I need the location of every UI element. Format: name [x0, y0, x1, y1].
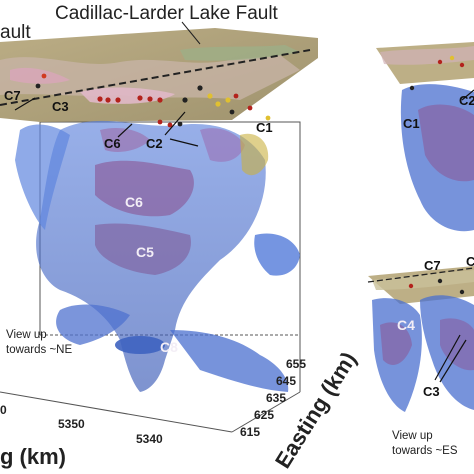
view-note-line1: View up [6, 329, 47, 341]
view-note-line2: towards ~NE [6, 344, 72, 356]
label-c6-top: C6 [104, 136, 121, 151]
fault-title: Cadillac-Larder Lake Fault [55, 3, 279, 24]
easting-tick-3: 625 [254, 408, 274, 422]
fault-line [0, 21, 311, 106]
surface-dots [35, 73, 271, 128]
label-c8: C8 [160, 339, 178, 355]
northing-tick-1: 5350 [58, 417, 85, 431]
easting-tick-2: 635 [266, 391, 286, 405]
right-bottom-label-c7: C7 [424, 258, 441, 273]
right-top-label-c1: C1 [403, 116, 420, 131]
easting-axis-label: Easting (km) [270, 347, 361, 472]
label-c2: C2 [146, 136, 163, 151]
right-top-panel [376, 42, 474, 232]
fault-left-partial: ault [0, 22, 31, 43]
northing-axis-label: g (km) [0, 444, 66, 469]
easting-tick-1: 645 [276, 374, 296, 388]
right-view-note-line1: View up [392, 430, 433, 442]
right-bottom-label-c3: C3 [423, 384, 440, 399]
right-bottom-label-c4: C4 [397, 317, 415, 333]
northing-tick-2: 5340 [136, 432, 163, 446]
label-c1: C1 [256, 120, 273, 135]
label-pointers [14, 97, 199, 147]
main-3d-block [0, 21, 318, 433]
label-c3: C3 [52, 99, 69, 114]
label-c6: C6 [125, 194, 143, 210]
conductor-bodies [15, 120, 300, 393]
northing-tick-0: 0 [0, 403, 7, 417]
easting-tick-4: 615 [240, 425, 260, 439]
label-c7: C7 [4, 88, 21, 103]
right-bottom-panel [367, 266, 474, 412]
right-bottom-label-c-partial: C [466, 254, 474, 269]
right-top-label-c2: C2 [459, 93, 474, 108]
easting-tick-0: 655 [286, 357, 306, 371]
right-view-note-line2: towards ~ES [392, 445, 458, 457]
label-c5: C5 [136, 244, 154, 260]
surface-map [0, 28, 318, 122]
